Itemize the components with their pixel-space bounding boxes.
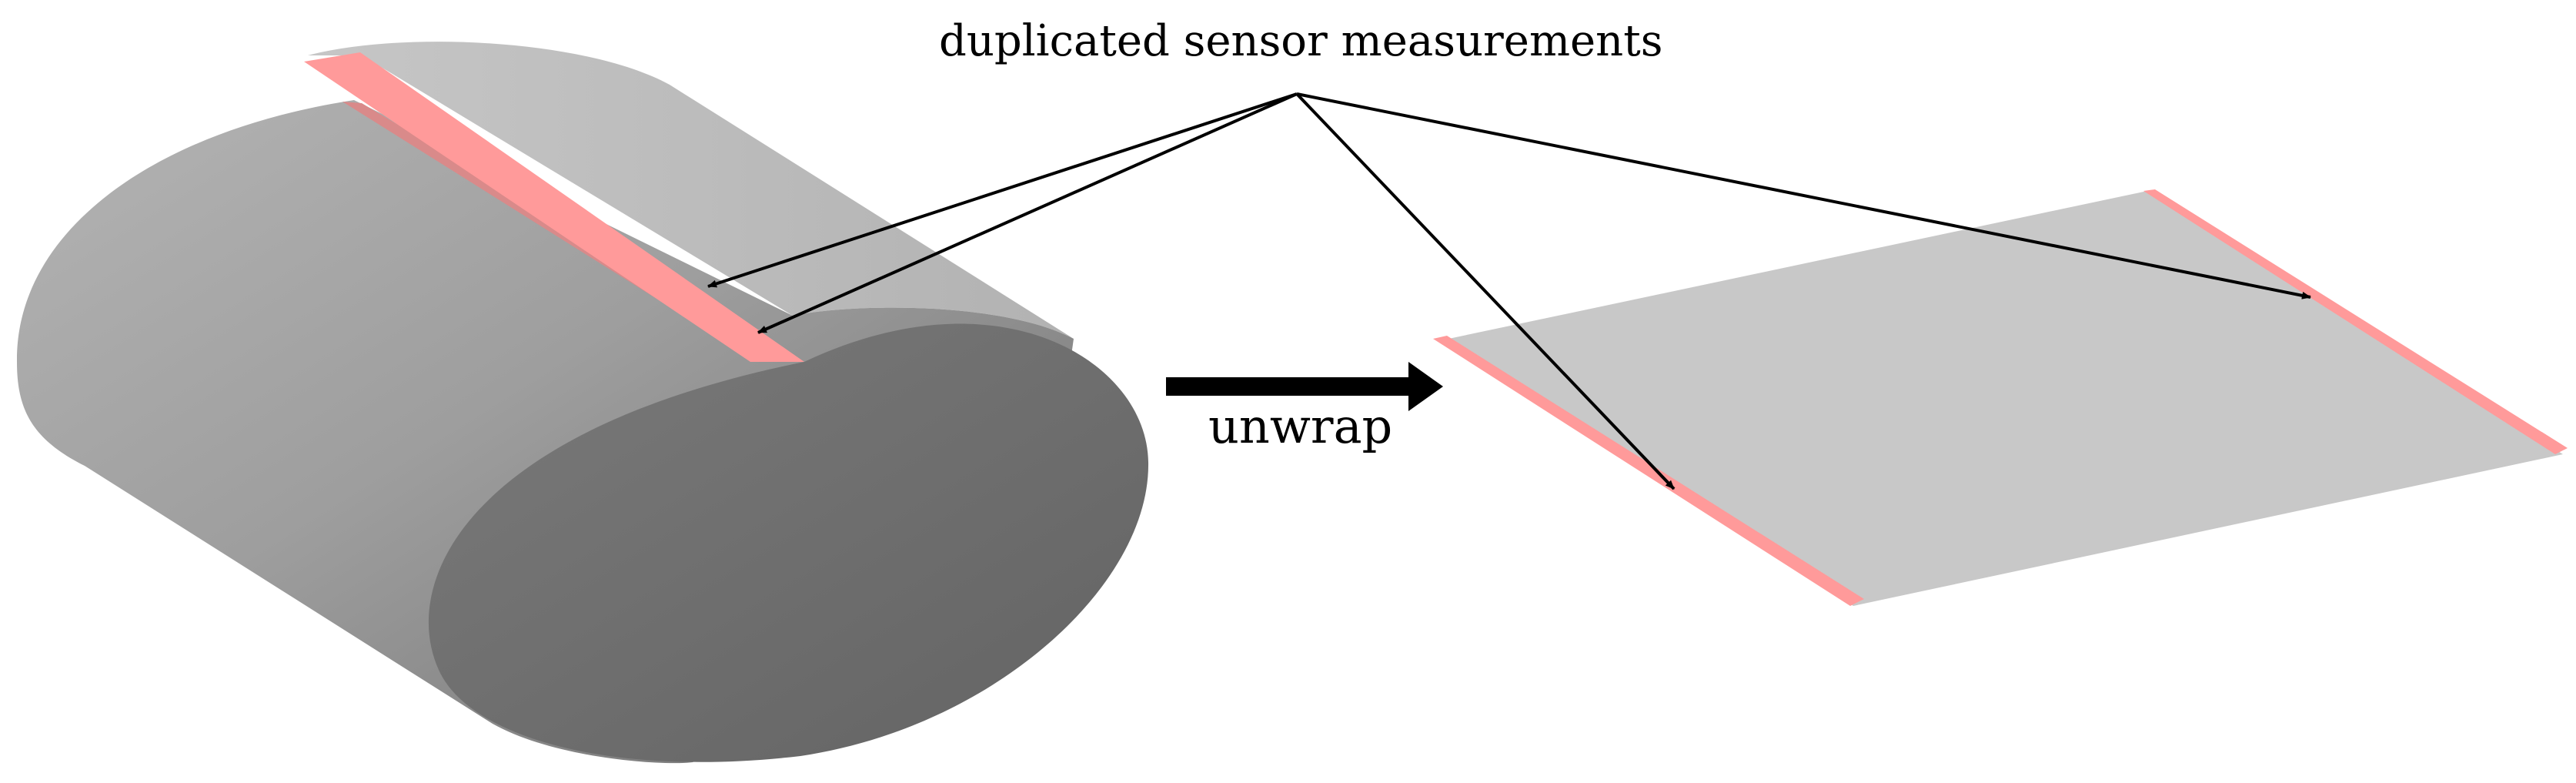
cylinder-top-surface bbox=[308, 42, 1074, 340]
callout-arrows bbox=[707, 92, 2311, 490]
arrow-to-plane-seam-right bbox=[1296, 92, 2311, 299]
unwrap-label: unwrap bbox=[1208, 398, 1392, 454]
plane-seam-left bbox=[1433, 336, 1864, 606]
unwrap-arrow bbox=[1166, 362, 1443, 411]
arrow-to-cylinder-seam-1 bbox=[707, 92, 1298, 288]
cylinder-front-cap bbox=[428, 323, 1149, 762]
plane-seam-right bbox=[2143, 189, 2568, 454]
cylinder bbox=[16, 42, 1149, 764]
arrow-to-cylinder-seam-2 bbox=[757, 92, 1298, 334]
cylinder-seam bbox=[304, 52, 804, 362]
unwrapped-plane bbox=[1433, 189, 2568, 606]
plane-surface bbox=[1438, 191, 2563, 606]
annotation-title: duplicated sensor measurements bbox=[939, 16, 1663, 66]
arrow-to-plane-seam-left bbox=[1295, 92, 1676, 490]
